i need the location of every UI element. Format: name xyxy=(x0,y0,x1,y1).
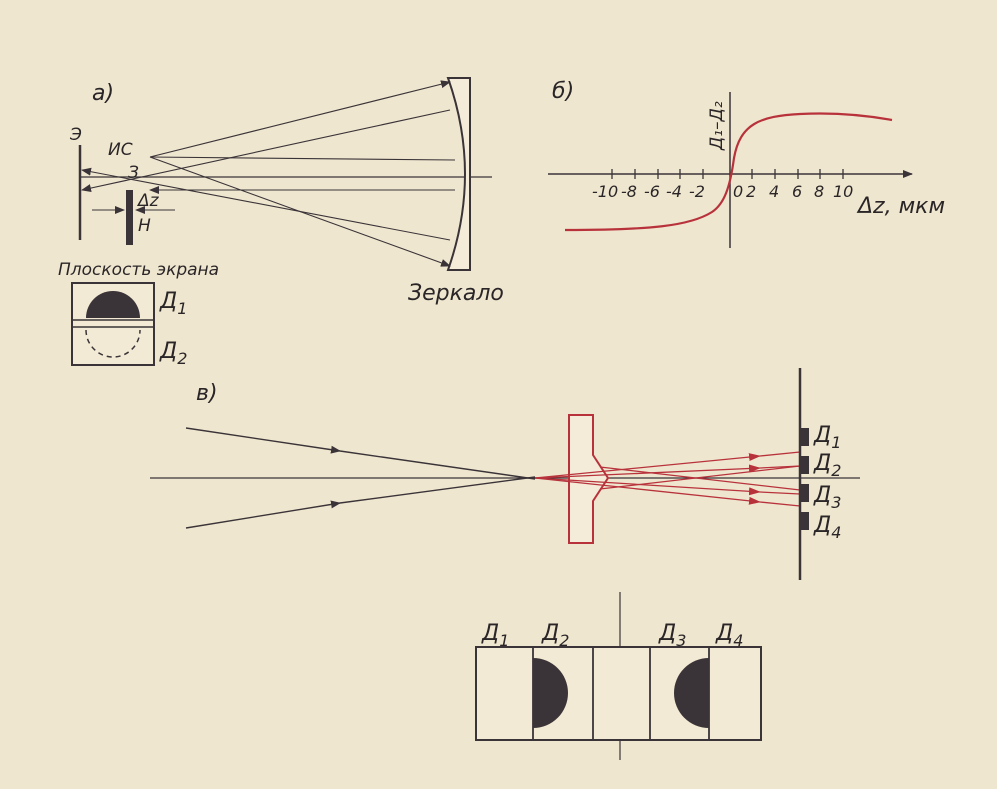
tick-label-p8: 8 xyxy=(814,182,824,201)
beam-d1 xyxy=(534,453,761,479)
beam-d3 xyxy=(534,477,761,496)
screen-plane-label: Плоскость экрана xyxy=(58,260,219,280)
strip-spot-right xyxy=(674,658,709,728)
beam-d4-end xyxy=(759,501,801,507)
source-label: ИС xyxy=(108,140,133,160)
panel-b: б) Д₁–Д₂ -10 -8 -6 -4 -2 0 2 4 xyxy=(548,79,945,248)
strip-spot-left xyxy=(533,658,568,728)
tick-label-n6: -6 xyxy=(644,182,660,201)
ray-a4 xyxy=(81,167,451,241)
x-axis-label: Δz, мкм xyxy=(856,194,945,219)
panel-v-label: в) xyxy=(196,381,218,406)
tick-label-n8: -8 xyxy=(621,182,637,201)
strip-label-d1: Д1 xyxy=(481,621,509,650)
beam-d4 xyxy=(534,477,761,505)
panel-a-label: а) xyxy=(92,81,114,106)
mirror xyxy=(446,77,471,271)
knife-edge xyxy=(126,190,133,245)
panel-a: а) Э ИС З Δz Н Зеркало Плоскость экрана xyxy=(58,77,504,368)
biprism xyxy=(568,414,610,544)
tick-label-p6: 6 xyxy=(792,182,802,201)
ray-a5 xyxy=(149,156,456,161)
screen-label: Э xyxy=(69,125,82,145)
tick-label-n2: -2 xyxy=(689,182,705,201)
tick-label-0: 0 xyxy=(733,182,743,201)
h-label: Н xyxy=(138,216,151,236)
detector-label-d1: Д1 xyxy=(813,423,841,452)
incoming-ray-lower xyxy=(339,476,536,504)
detector-label-d3: Д3 xyxy=(813,483,841,512)
detector-d1 xyxy=(801,428,809,446)
detector-d3 xyxy=(801,484,809,502)
tick-label-n4: -4 xyxy=(666,182,682,201)
tick-label-p10: 10 xyxy=(833,182,853,201)
ray-a1 xyxy=(149,80,451,158)
d2-label: Д2 xyxy=(159,339,187,368)
incoming-ray-upper-arrow xyxy=(185,427,341,454)
panel-v: в) Д1 Д2 Д3 Д4 xyxy=(150,368,860,760)
detector-strip xyxy=(475,646,762,741)
slit-label: З xyxy=(128,163,139,183)
incoming-ray-upper xyxy=(339,450,536,480)
tick-label-p2: 2 xyxy=(746,182,756,201)
response-curve xyxy=(564,112,893,232)
detector-label-d4: Д4 xyxy=(813,513,841,542)
incoming-ray-lower-arrow xyxy=(185,500,341,529)
strip-label-d4: Д4 xyxy=(715,621,743,650)
y-axis-label: Д₁–Д₂ xyxy=(707,101,727,151)
beam-cross-1 xyxy=(599,466,801,491)
d1-label: Д1 xyxy=(159,289,187,318)
tick-label-p4: 4 xyxy=(769,182,779,201)
beam-d1-end xyxy=(759,451,801,457)
panel-b-label: б) xyxy=(552,79,574,104)
mirror-label: Зеркало xyxy=(408,281,504,306)
detector-label-d2: Д2 xyxy=(813,451,841,480)
dz-label: Δz xyxy=(136,191,160,211)
strip-label-d2: Д2 xyxy=(541,621,569,650)
detector-d2 xyxy=(801,456,809,474)
tick-label-n10: -10 xyxy=(592,182,618,201)
strip-label-d3: Д3 xyxy=(658,621,686,650)
spot-upper xyxy=(86,291,140,318)
ray-a3 xyxy=(81,109,451,192)
spot-lower-dashed xyxy=(85,329,141,358)
beam-d3-end xyxy=(759,491,801,495)
detector-d4 xyxy=(801,512,809,530)
beam-cross-2 xyxy=(599,465,801,490)
